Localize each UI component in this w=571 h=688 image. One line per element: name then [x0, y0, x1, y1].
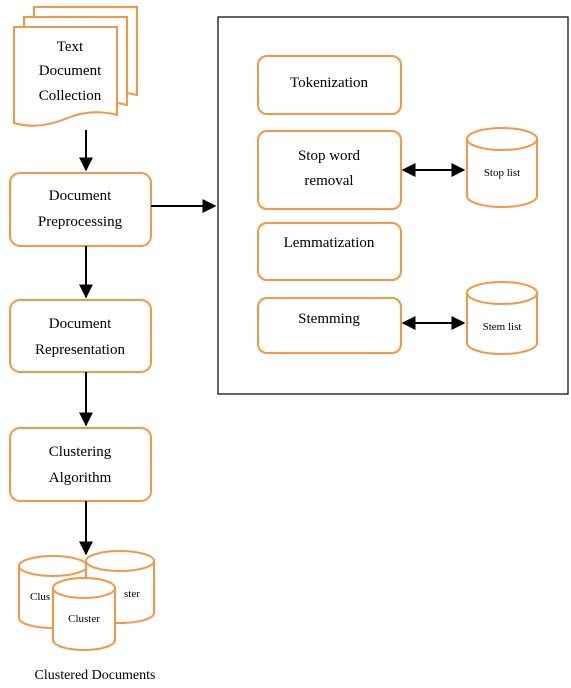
representation-line-1: Document — [49, 316, 112, 332]
document-representation-box: Document Representation — [9, 299, 152, 373]
stemming-label: Stemming — [298, 311, 360, 327]
document-collection-shape: Text Document Collection — [13, 6, 138, 127]
stop-list-cylinder: Stop list — [466, 127, 538, 208]
stop-list-label: Stop list — [484, 167, 520, 179]
representation-line-2: Representation — [35, 342, 125, 358]
tokenization-label: Tokenization — [290, 75, 369, 91]
doc-collection-line-3: Collection — [39, 88, 102, 104]
clustering-algorithm-box: Clustering Algorithm — [9, 427, 152, 502]
cluster-label-front: Cluster — [68, 613, 100, 625]
document-page-front — [13, 26, 118, 127]
preprocessing-line-1: Document — [49, 188, 112, 204]
stemming-box: Stemming — [257, 297, 402, 354]
cluster-label-right: ster — [124, 588, 140, 600]
stop-word-removal-box: Stop word removal — [257, 130, 402, 210]
stem-list-cylinder: Stem list — [466, 281, 538, 355]
clustering-line-2: Algorithm — [49, 470, 112, 486]
doc-collection-line-2: Document — [39, 63, 102, 79]
preprocessing-detail-frame — [217, 16, 569, 395]
document-preprocessing-box: Document Preprocessing — [9, 172, 152, 247]
preprocessing-line-2: Preprocessing — [38, 214, 123, 230]
clustered-documents-caption: Clustered Documents — [35, 668, 156, 683]
stem-list-label: Stem list — [483, 321, 522, 333]
stop-word-line-2: removal — [304, 173, 353, 189]
cluster-label-left: Clus — [30, 591, 50, 603]
tokenization-box: Tokenization — [257, 55, 402, 115]
doc-collection-line-1: Text — [57, 39, 84, 55]
stop-word-line-1: Stop word — [298, 148, 361, 164]
lemmatization-label: Lemmatization — [284, 235, 375, 251]
clustering-line-1: Clustering — [49, 444, 112, 460]
lemmatization-box: Lemmatization — [257, 222, 402, 281]
cluster-cylinder-front: Cluster — [52, 577, 116, 651]
